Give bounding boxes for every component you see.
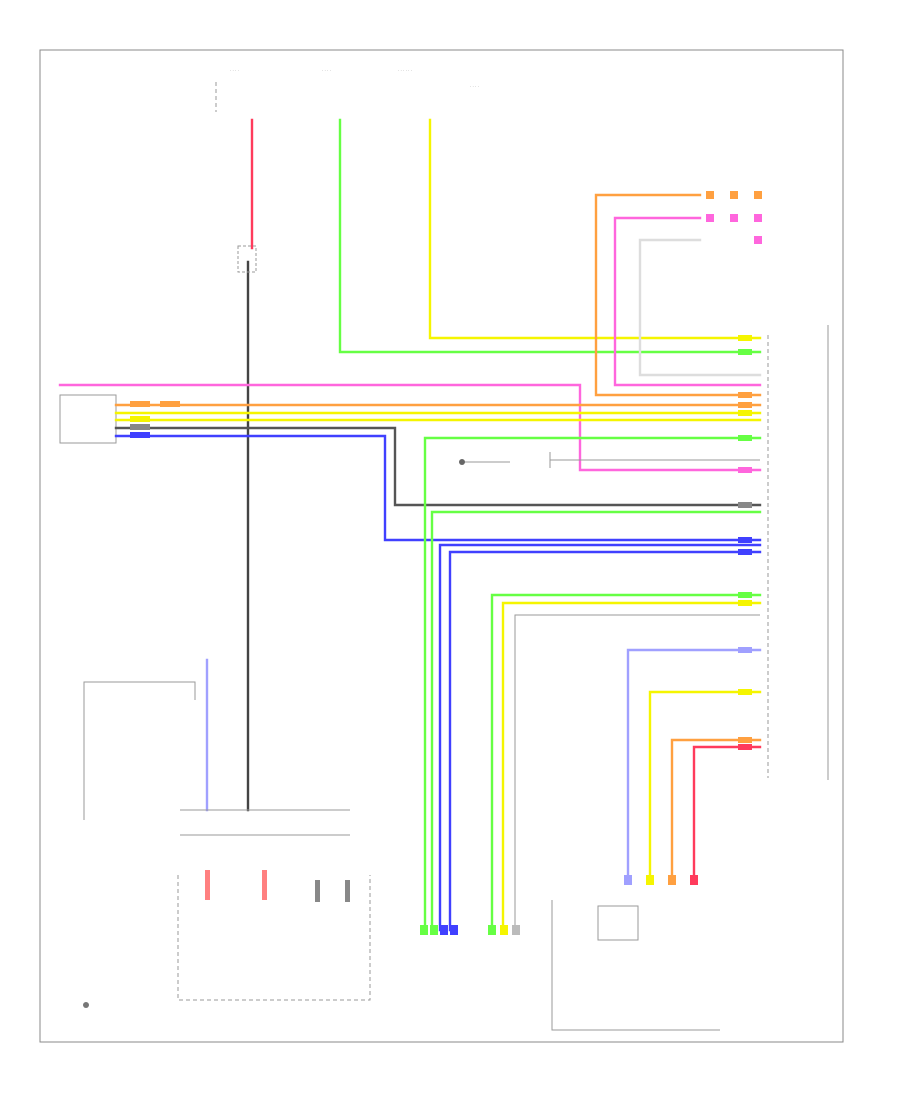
wire-pink-left <box>58 383 762 472</box>
wire-gray-right <box>638 238 762 377</box>
ground-dot-left <box>83 1002 89 1008</box>
wire-orange-right-low <box>670 738 762 882</box>
wire-green-top <box>338 118 762 354</box>
wire-pink-right <box>613 216 762 387</box>
bottom-connector-rail <box>180 809 350 836</box>
wire-red-right <box>692 745 762 882</box>
wire-blue-mid-1 <box>438 543 762 932</box>
wire-black-left <box>114 426 762 507</box>
wire-gray-mid <box>549 452 760 468</box>
wire-yellow-right <box>648 690 762 882</box>
bottom-switch-box <box>177 875 371 1001</box>
wire-green-low <box>490 593 762 932</box>
wire-green-mid-2 <box>430 510 762 932</box>
left-connector <box>59 394 117 444</box>
wire-orange-right <box>594 193 762 397</box>
wire-blue-left <box>114 434 762 542</box>
bottom-right-sensor-box <box>551 900 720 1031</box>
diagram-frame <box>39 49 844 1043</box>
wire-gray-low <box>514 614 760 930</box>
top-power-feeds: · · · · · · · · · · · · · · · · · · <box>215 68 479 112</box>
bottom-switch-pins <box>205 870 350 902</box>
wire-green-mid-1 <box>423 436 762 932</box>
fuse-label-3: · · · · · · <box>398 68 412 73</box>
wire-yellow-top <box>428 118 762 340</box>
bottom-right-pins <box>624 875 698 885</box>
bottom-left-bracket <box>83 681 196 820</box>
left-connector-pins <box>130 401 180 438</box>
bottom-sensor-connectors <box>420 925 520 935</box>
wire-yellow-low <box>501 601 762 932</box>
right-connector-column <box>767 325 829 780</box>
wire-lightblue-right <box>626 648 762 882</box>
sensor-module <box>597 905 639 941</box>
fuse-label-2: · · · · <box>322 68 331 73</box>
junction-label: · · · · <box>470 84 479 89</box>
right-top-connector <box>706 191 762 244</box>
fuse-label-1: · · · · <box>230 68 239 73</box>
ground-symbol <box>459 459 465 465</box>
right-connector-pins <box>738 335 752 750</box>
relay-box <box>237 245 257 273</box>
wire-blue-mid-2 <box>448 550 762 932</box>
